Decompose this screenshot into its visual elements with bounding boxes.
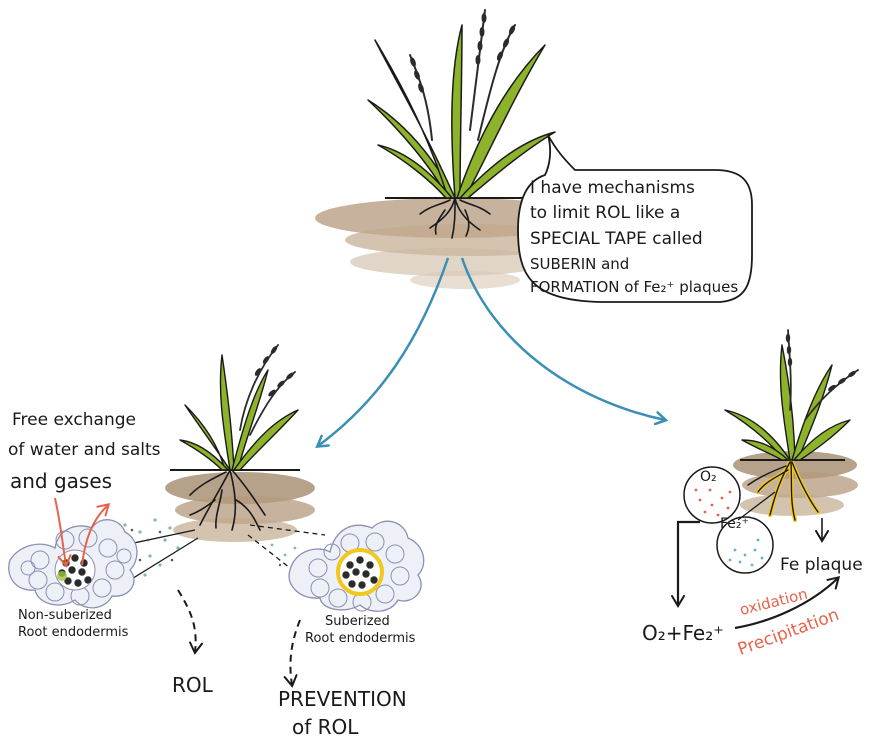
dashed-arrow-rol bbox=[177, 589, 203, 655]
speech-line-4: SUBERIN and bbox=[530, 255, 630, 273]
top-plant bbox=[367, 24, 556, 199]
left-plant bbox=[179, 354, 299, 471]
o2-label: O₂ bbox=[700, 469, 717, 485]
suberized-label-1: Suberized bbox=[325, 614, 390, 629]
arrow-to-right-panel bbox=[460, 257, 665, 420]
right-plant bbox=[724, 344, 851, 461]
suberized-cross-section bbox=[288, 520, 425, 612]
exchange-dots bbox=[116, 518, 297, 577]
top-seeds bbox=[410, 13, 516, 93]
free-exchange-line-2: of water and salts bbox=[8, 440, 161, 460]
non-suberized-label-2: Root endodermis bbox=[18, 625, 129, 640]
dashed-arrow-prevention bbox=[283, 619, 301, 688]
arrow-to-left-panel bbox=[318, 257, 450, 446]
red-arrow-out bbox=[81, 502, 111, 566]
free-exchange-line-1: Free exchange bbox=[12, 410, 136, 430]
speech-line-2: to limit ROL like a bbox=[530, 203, 681, 223]
fe-circle bbox=[716, 516, 774, 574]
left-seeds bbox=[254, 346, 294, 397]
red-arrow-in bbox=[54, 497, 72, 568]
o2-circle bbox=[683, 466, 741, 524]
right-soil bbox=[733, 451, 858, 516]
prevention-label-1: PREVENTION bbox=[278, 687, 407, 711]
speech-bubble bbox=[517, 134, 753, 303]
fe-link-line bbox=[737, 491, 776, 521]
free-exchange-line-3: and gases bbox=[10, 469, 113, 493]
left-roots bbox=[189, 469, 266, 531]
top-roots bbox=[419, 197, 491, 239]
non-suberized-label-1: Non-suberized bbox=[18, 608, 112, 623]
right-seed-heads bbox=[787, 329, 859, 421]
speech-line-3: SPECIAL TAPE called bbox=[530, 229, 703, 249]
non-suberized-cross-section bbox=[8, 519, 138, 609]
speech-line-5: FORMATION of Fe₂⁺ plaques bbox=[530, 278, 739, 296]
speech-line-1: I have mechanisms bbox=[530, 178, 695, 198]
prevention-label-2: of ROL bbox=[292, 715, 359, 739]
down-arrow bbox=[671, 520, 700, 608]
suberized-label-2: Root endodermis bbox=[305, 631, 416, 646]
right-roots bbox=[747, 461, 819, 521]
fe-plaque-label: Fe plaque bbox=[780, 555, 863, 575]
rol-label: ROL bbox=[172, 673, 213, 697]
fe2-label: Fe₂⁺ bbox=[720, 516, 749, 532]
left-soil bbox=[165, 469, 315, 542]
right-seeds bbox=[785, 333, 856, 392]
equation-label: O₂+Fe₂⁺ bbox=[642, 621, 724, 645]
reaction-arrow bbox=[734, 575, 841, 630]
